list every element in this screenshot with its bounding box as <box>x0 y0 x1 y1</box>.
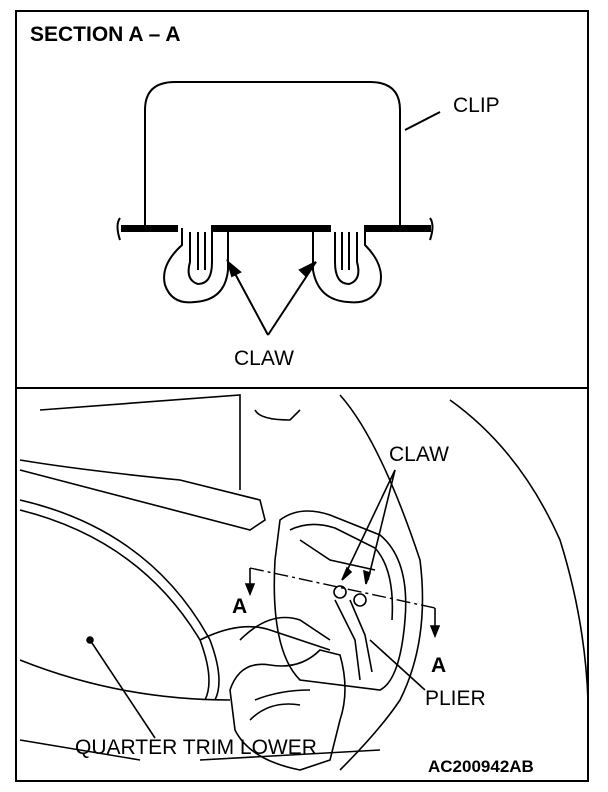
clip-label: CLIP <box>453 94 500 117</box>
figure-frame <box>15 10 589 782</box>
section-mark-right: A <box>431 654 447 677</box>
quarter-trim-lower-label: QUARTER TRIM LOWER <box>75 736 317 759</box>
clip-section-drawing <box>116 81 441 336</box>
quarter-trim-drawing <box>19 394 589 771</box>
section-mark-left: A <box>232 595 248 618</box>
panel-divider <box>15 387 589 389</box>
plier-label: PLIER <box>425 687 486 710</box>
claw-label-bottom: CLAW <box>389 443 449 466</box>
figure-code: AC200942AB <box>428 757 534 776</box>
section-title: SECTION A – A <box>30 23 181 46</box>
claw-label-top: CLAW <box>234 347 294 370</box>
